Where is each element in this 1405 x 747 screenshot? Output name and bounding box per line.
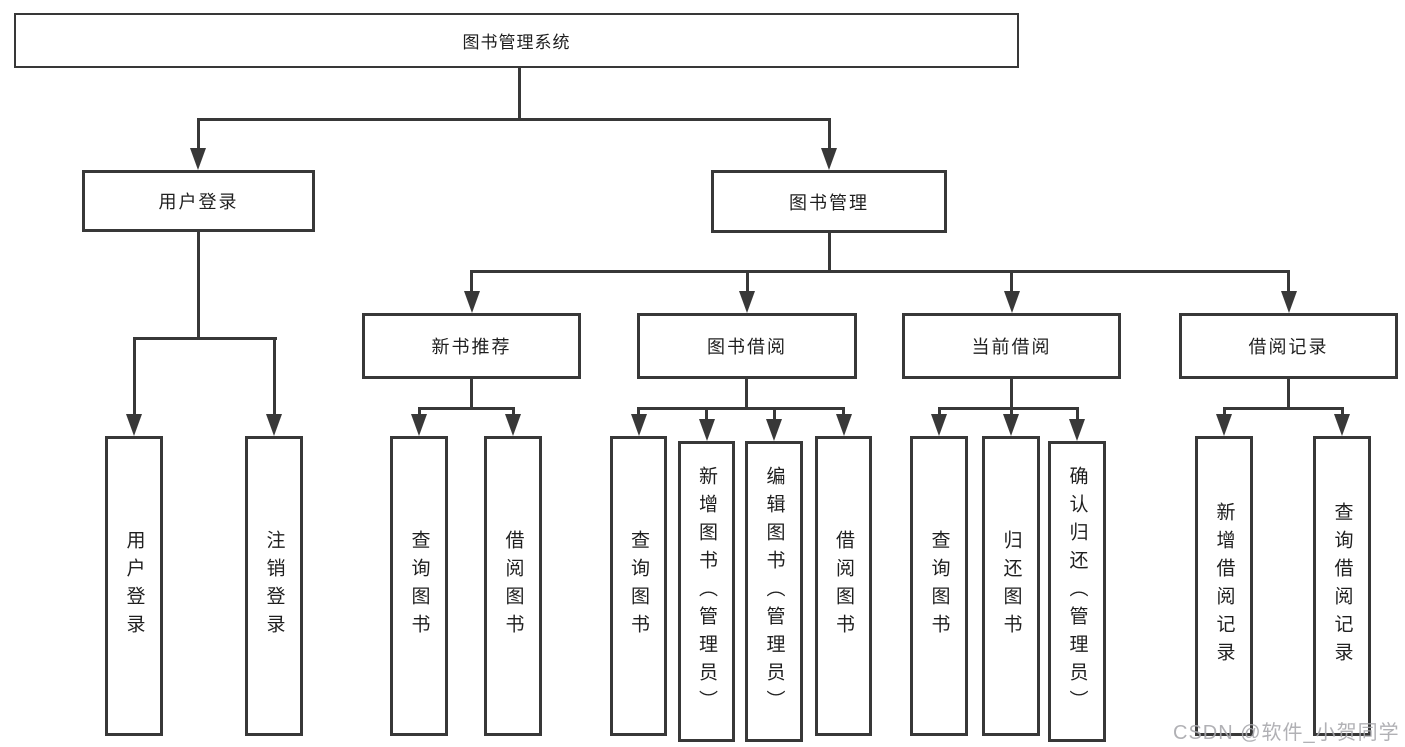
- connector-line: [470, 270, 1290, 273]
- connector-line: [518, 68, 521, 120]
- node-label: 借阅记录: [1248, 337, 1329, 357]
- leaf-edit-book-admin: 编辑图书（管理员）: [745, 441, 803, 742]
- watermark: CSDN @软件_小贺同学: [1173, 722, 1400, 744]
- node-user-login: 用户登录: [82, 170, 315, 232]
- node-label: 查询图书: [928, 530, 950, 642]
- connector-line: [133, 337, 277, 340]
- arrowhead-down-icon: [931, 414, 947, 436]
- node-label: 借阅图书: [502, 530, 524, 642]
- leaf-borrow-books-recommend: 借阅图书: [484, 436, 542, 736]
- connector-line: [705, 407, 708, 419]
- arrowhead-down-icon: [631, 414, 647, 436]
- connector-line: [1341, 407, 1344, 416]
- connector-line: [418, 407, 421, 416]
- arrowhead-down-icon: [505, 414, 521, 436]
- leaf-user-login: 用户登录: [105, 436, 163, 736]
- arrowhead-down-icon: [1003, 414, 1019, 436]
- arrowhead-down-icon: [821, 148, 837, 170]
- connector-line: [1010, 407, 1013, 416]
- node-label: 新增图书（管理员）: [696, 465, 717, 718]
- connector-line: [938, 407, 941, 416]
- node-borrowing-records: 借阅记录: [1179, 313, 1398, 379]
- node-new-book-recommendation: 新书推荐: [362, 313, 581, 379]
- arrowhead-down-icon: [699, 419, 715, 441]
- node-label: 查询图书: [408, 530, 430, 642]
- arrowhead-down-icon: [1281, 291, 1297, 313]
- connector-line: [1287, 379, 1290, 409]
- arrowhead-down-icon: [739, 291, 755, 313]
- leaf-query-books-recommend: 查询图书: [390, 436, 448, 736]
- connector-line: [418, 407, 515, 410]
- connector-line: [637, 407, 640, 416]
- node-current-borrowing: 当前借阅: [902, 313, 1121, 379]
- connector-line: [1010, 270, 1013, 293]
- node-label: 编辑图书（管理员）: [763, 465, 785, 718]
- connector-line: [773, 407, 776, 419]
- connector-line: [197, 118, 831, 121]
- node-label: 当前借阅: [971, 337, 1052, 357]
- connector-line: [470, 270, 473, 293]
- arrowhead-down-icon: [1004, 291, 1020, 313]
- node-label: 查询图书: [628, 530, 649, 642]
- node-label: 用户登录: [123, 530, 145, 642]
- connector-line: [197, 118, 200, 150]
- connector-line: [133, 337, 136, 414]
- node-label: 新增借阅记录: [1213, 502, 1235, 670]
- connector-line: [1223, 407, 1226, 416]
- leaf-logout: 注销登录: [245, 436, 303, 736]
- connector-line: [273, 337, 276, 414]
- connector-line: [512, 407, 515, 416]
- connector-line: [842, 407, 845, 416]
- arrowhead-down-icon: [1334, 414, 1350, 436]
- connector-line: [828, 233, 831, 272]
- arrowhead-down-icon: [411, 414, 427, 436]
- arrowhead-down-icon: [766, 419, 782, 441]
- leaf-add-book-admin: 新增图书（管理员）: [678, 441, 735, 742]
- arrowhead-down-icon: [464, 291, 480, 313]
- leaf-return-book: 归还图书: [982, 436, 1040, 736]
- connector-line: [828, 118, 831, 150]
- arrowhead-down-icon: [836, 414, 852, 436]
- leaf-query-books-borrowing: 查询图书: [610, 436, 667, 736]
- connector-line: [470, 379, 473, 409]
- leaf-borrow-books-borrowing: 借阅图书: [815, 436, 872, 736]
- leaf-confirm-return-admin: 确认归还（管理员）: [1048, 441, 1106, 742]
- connector-line: [197, 232, 200, 340]
- node-label: 查询借阅记录: [1331, 502, 1353, 670]
- leaf-query-borrow-record: 查询借阅记录: [1313, 436, 1371, 736]
- connector-line: [1076, 407, 1079, 419]
- node-label: 新书推荐: [431, 337, 512, 357]
- connector-line: [637, 407, 845, 410]
- node-label: 借阅图书: [833, 530, 854, 642]
- arrowhead-down-icon: [266, 414, 282, 436]
- node-book-management: 图书管理: [711, 170, 947, 233]
- node-label: 图书借阅: [707, 337, 787, 357]
- node-label: 归还图书: [1000, 530, 1022, 642]
- connector-line: [938, 407, 1079, 410]
- connector-line: [745, 379, 748, 409]
- arrowhead-down-icon: [1069, 419, 1085, 441]
- connector-line: [1287, 270, 1290, 293]
- leaf-query-books-current: 查询图书: [910, 436, 968, 736]
- leaf-add-borrow-record: 新增借阅记录: [1195, 436, 1253, 736]
- node-library-system: 图书管理系统: [14, 13, 1019, 68]
- connector-line: [746, 270, 749, 293]
- node-label: 图书管理系统: [462, 33, 571, 52]
- arrowhead-down-icon: [126, 414, 142, 436]
- arrowhead-down-icon: [190, 148, 206, 170]
- node-label: 确认归还（管理员）: [1066, 465, 1088, 718]
- node-label: 用户登录: [158, 192, 239, 212]
- node-book-borrowing: 图书借阅: [637, 313, 857, 379]
- node-label: 注销登录: [263, 530, 285, 642]
- node-label: 图书管理: [789, 192, 869, 213]
- connector-line: [1223, 407, 1344, 410]
- arrowhead-down-icon: [1216, 414, 1232, 436]
- connector-line: [1010, 379, 1013, 409]
